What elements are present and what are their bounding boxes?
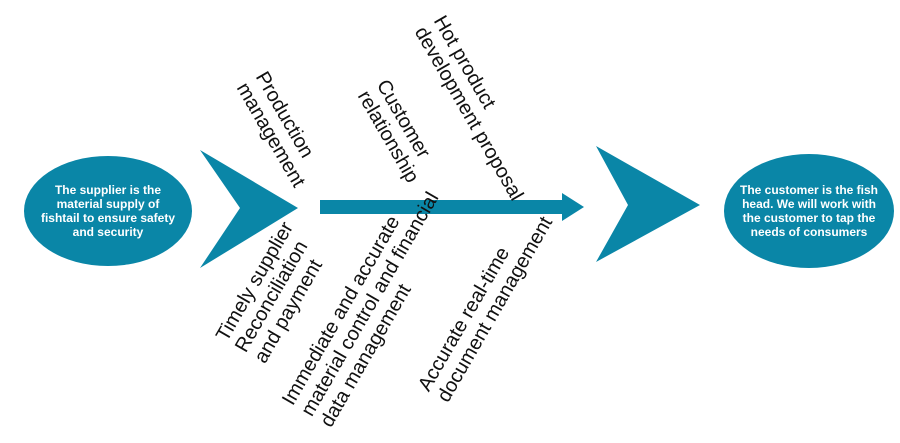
tail-line: material supply of <box>56 197 160 211</box>
tail-line: and security <box>72 225 144 239</box>
head-ellipse <box>724 154 894 268</box>
tail-text: The supplier is the material supply of f… <box>28 176 188 246</box>
right-chevron <box>596 146 700 262</box>
spine-arrow-shaft <box>320 200 564 214</box>
tail-line: The supplier is the <box>54 183 161 197</box>
head-line: the customer to tap the <box>742 211 876 225</box>
head-text: The customer is the fish head. We will w… <box>726 176 892 246</box>
head-line: The customer is the fish <box>739 183 879 197</box>
head-line: needs of consumers <box>750 225 868 239</box>
tail-ellipse <box>24 156 192 266</box>
tail-line: fishtail to ensure safety <box>40 211 176 225</box>
head-line: head. We will work with <box>742 197 876 211</box>
spine-arrowhead <box>562 193 584 221</box>
left-chevron <box>200 150 298 268</box>
